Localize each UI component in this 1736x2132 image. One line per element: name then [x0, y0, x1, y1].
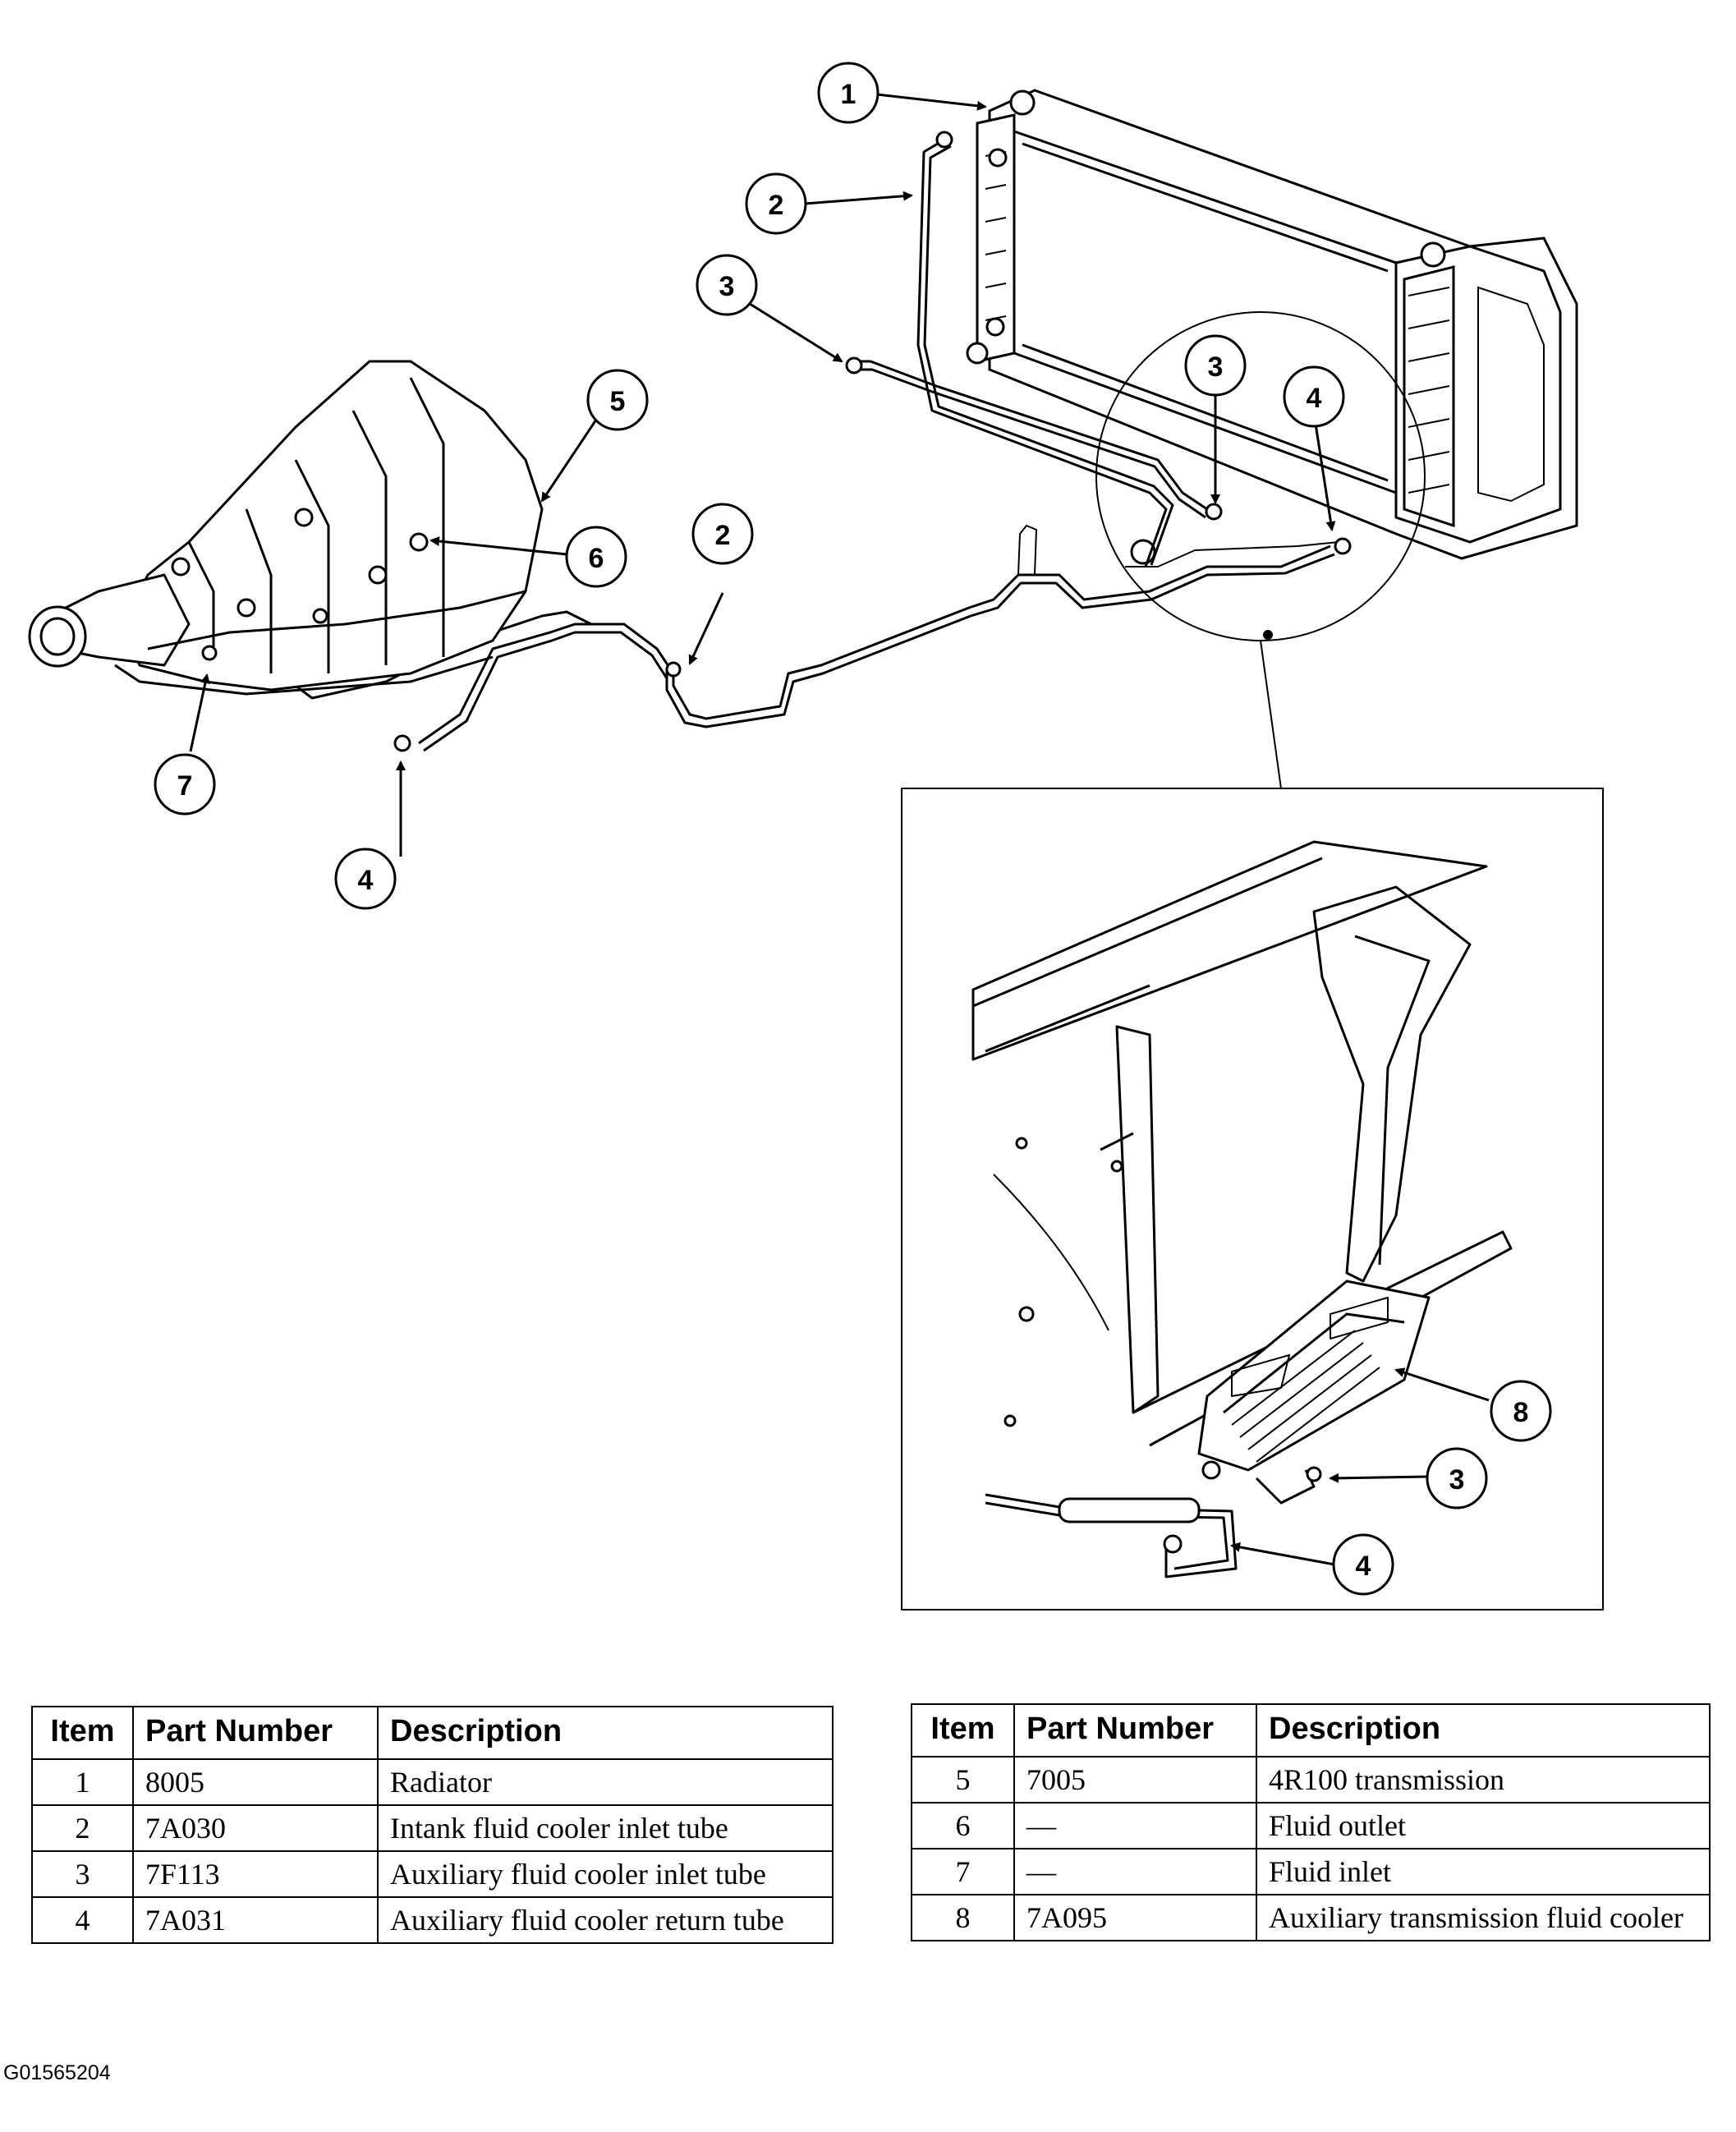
cell-description: Auxiliary fluid cooler inlet tube: [377, 1850, 834, 1898]
callout-5: 5: [586, 369, 649, 431]
table-row: 4 7A031 Auxiliary fluid cooler return tu…: [31, 1896, 834, 1944]
cell-item: 3: [31, 1850, 134, 1898]
header-item: Item: [911, 1703, 1015, 1758]
callout-6: 6: [565, 526, 627, 588]
cell-description: Auxiliary fluid cooler return tube: [377, 1896, 834, 1944]
cell-item: 5: [911, 1756, 1015, 1803]
callout-2-radiator: 2: [745, 172, 807, 235]
cell-part-number: 7A030: [132, 1804, 379, 1852]
table-row: 8 7A095 Auxiliary transmission fluid coo…: [911, 1894, 1711, 1941]
svg-text:3: 3: [1208, 352, 1224, 383]
callout-3-upper: 3: [696, 254, 758, 316]
cell-part-number: 7A031: [132, 1896, 379, 1944]
table-row: 7 — Fluid inlet: [911, 1848, 1711, 1895]
cell-item: 2: [31, 1804, 134, 1852]
table-row: 6 — Fluid outlet: [911, 1802, 1711, 1849]
callout-3-inset: 3: [1426, 1447, 1488, 1509]
callout-4-detail-circle: 4: [1283, 365, 1345, 428]
cell-description: Fluid outlet: [1256, 1802, 1711, 1849]
cell-part-number: 7005: [1013, 1756, 1257, 1803]
cell-part-number: 7F113: [132, 1850, 379, 1898]
cell-item: 1: [31, 1758, 134, 1806]
table-header-row: Item Part Number Description: [911, 1703, 1711, 1758]
callout-4-lower: 4: [334, 848, 397, 910]
svg-text:4: 4: [1307, 383, 1322, 414]
cooler-lines-diagram: 1 2 3 5 6 7 2 4 3 4 8 3: [28, 62, 1604, 1610]
header-part-number: Part Number: [1013, 1703, 1257, 1758]
svg-text:5: 5: [610, 386, 626, 417]
cell-part-number: 8005: [132, 1758, 379, 1806]
cell-description: Radiator: [377, 1758, 834, 1806]
callout-2-lower: 2: [691, 503, 754, 565]
cell-description: 4R100 transmission: [1256, 1756, 1711, 1803]
cell-part-number: —: [1013, 1848, 1257, 1895]
cell-item: 8: [911, 1894, 1015, 1941]
cell-item: 6: [911, 1802, 1015, 1849]
figure-code: G01565204: [3, 2061, 111, 2084]
table-row: 2 7A030 Intank fluid cooler inlet tube: [31, 1804, 834, 1852]
parts-table-left: Item Part Number Description 1 8005 Radi…: [31, 1706, 834, 1944]
radiator-drawing: [966, 89, 1578, 560]
table-row: 5 7005 4R100 transmission: [911, 1756, 1711, 1803]
inset-detail: [901, 788, 1604, 1610]
header-item: Item: [31, 1706, 134, 1760]
callout-3-detail-circle: 3: [1184, 334, 1247, 397]
svg-text:4: 4: [358, 865, 374, 896]
svg-text:3: 3: [1449, 1464, 1465, 1496]
callout-8: 8: [1490, 1380, 1552, 1442]
svg-text:3: 3: [719, 271, 735, 302]
svg-text:6: 6: [589, 543, 604, 574]
header-description: Description: [377, 1706, 834, 1760]
svg-text:2: 2: [715, 520, 731, 551]
table-row: 3 7F113 Auxiliary fluid cooler inlet tub…: [31, 1850, 834, 1898]
callout-4-inset: 4: [1332, 1533, 1394, 1596]
cell-description: Auxiliary transmission fluid cooler: [1256, 1894, 1711, 1941]
cell-item: 7: [911, 1848, 1015, 1895]
cell-part-number: 7A095: [1013, 1894, 1257, 1941]
svg-text:8: 8: [1513, 1397, 1529, 1428]
cell-description: Fluid inlet: [1256, 1848, 1711, 1895]
transmission-drawing: [28, 360, 544, 696]
cell-description: Intank fluid cooler inlet tube: [377, 1804, 834, 1852]
svg-text:7: 7: [177, 770, 193, 802]
callout-7: 7: [154, 753, 216, 816]
parts-table-right: Item Part Number Description 5 7005 4R10…: [911, 1703, 1711, 1941]
header-part-number: Part Number: [132, 1706, 379, 1760]
cooler-tubes: [246, 131, 1352, 752]
cell-item: 4: [31, 1896, 134, 1944]
table-row: 1 8005 Radiator: [31, 1758, 834, 1806]
table-header-row: Item Part Number Description: [31, 1706, 834, 1760]
svg-text:4: 4: [1356, 1551, 1371, 1582]
svg-text:2: 2: [769, 190, 784, 221]
header-description: Description: [1256, 1703, 1711, 1758]
svg-text:1: 1: [841, 79, 857, 110]
detail-callout-circle: [1095, 311, 1426, 789]
callout-leaders: [189, 93, 1490, 1566]
callout-1: 1: [817, 62, 879, 124]
cell-part-number: —: [1013, 1802, 1257, 1849]
